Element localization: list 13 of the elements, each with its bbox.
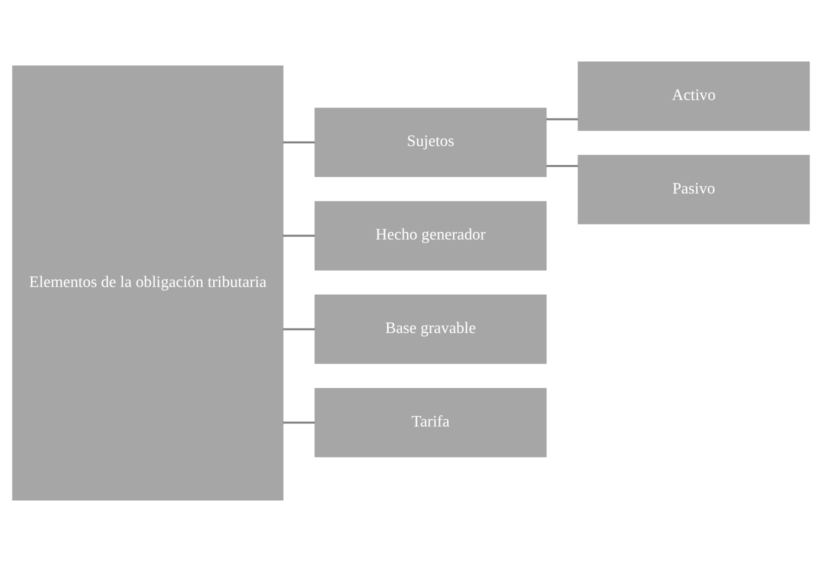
- connector: [546, 164, 578, 167]
- connector: [283, 328, 315, 330]
- node-box: Hecho generador: [314, 201, 547, 270]
- connector: [283, 422, 315, 424]
- node-box: Elementos de la obligación tributaria: [12, 66, 284, 500]
- node-box: Sujetos: [314, 108, 547, 178]
- node-box: Pasivo: [578, 154, 810, 224]
- connector: [283, 234, 315, 237]
- node-box: Activo: [578, 62, 810, 131]
- node-box: Base gravable: [314, 294, 547, 364]
- node-box: Tarifa: [314, 388, 547, 458]
- connector: [283, 141, 315, 144]
- connector: [546, 118, 578, 120]
